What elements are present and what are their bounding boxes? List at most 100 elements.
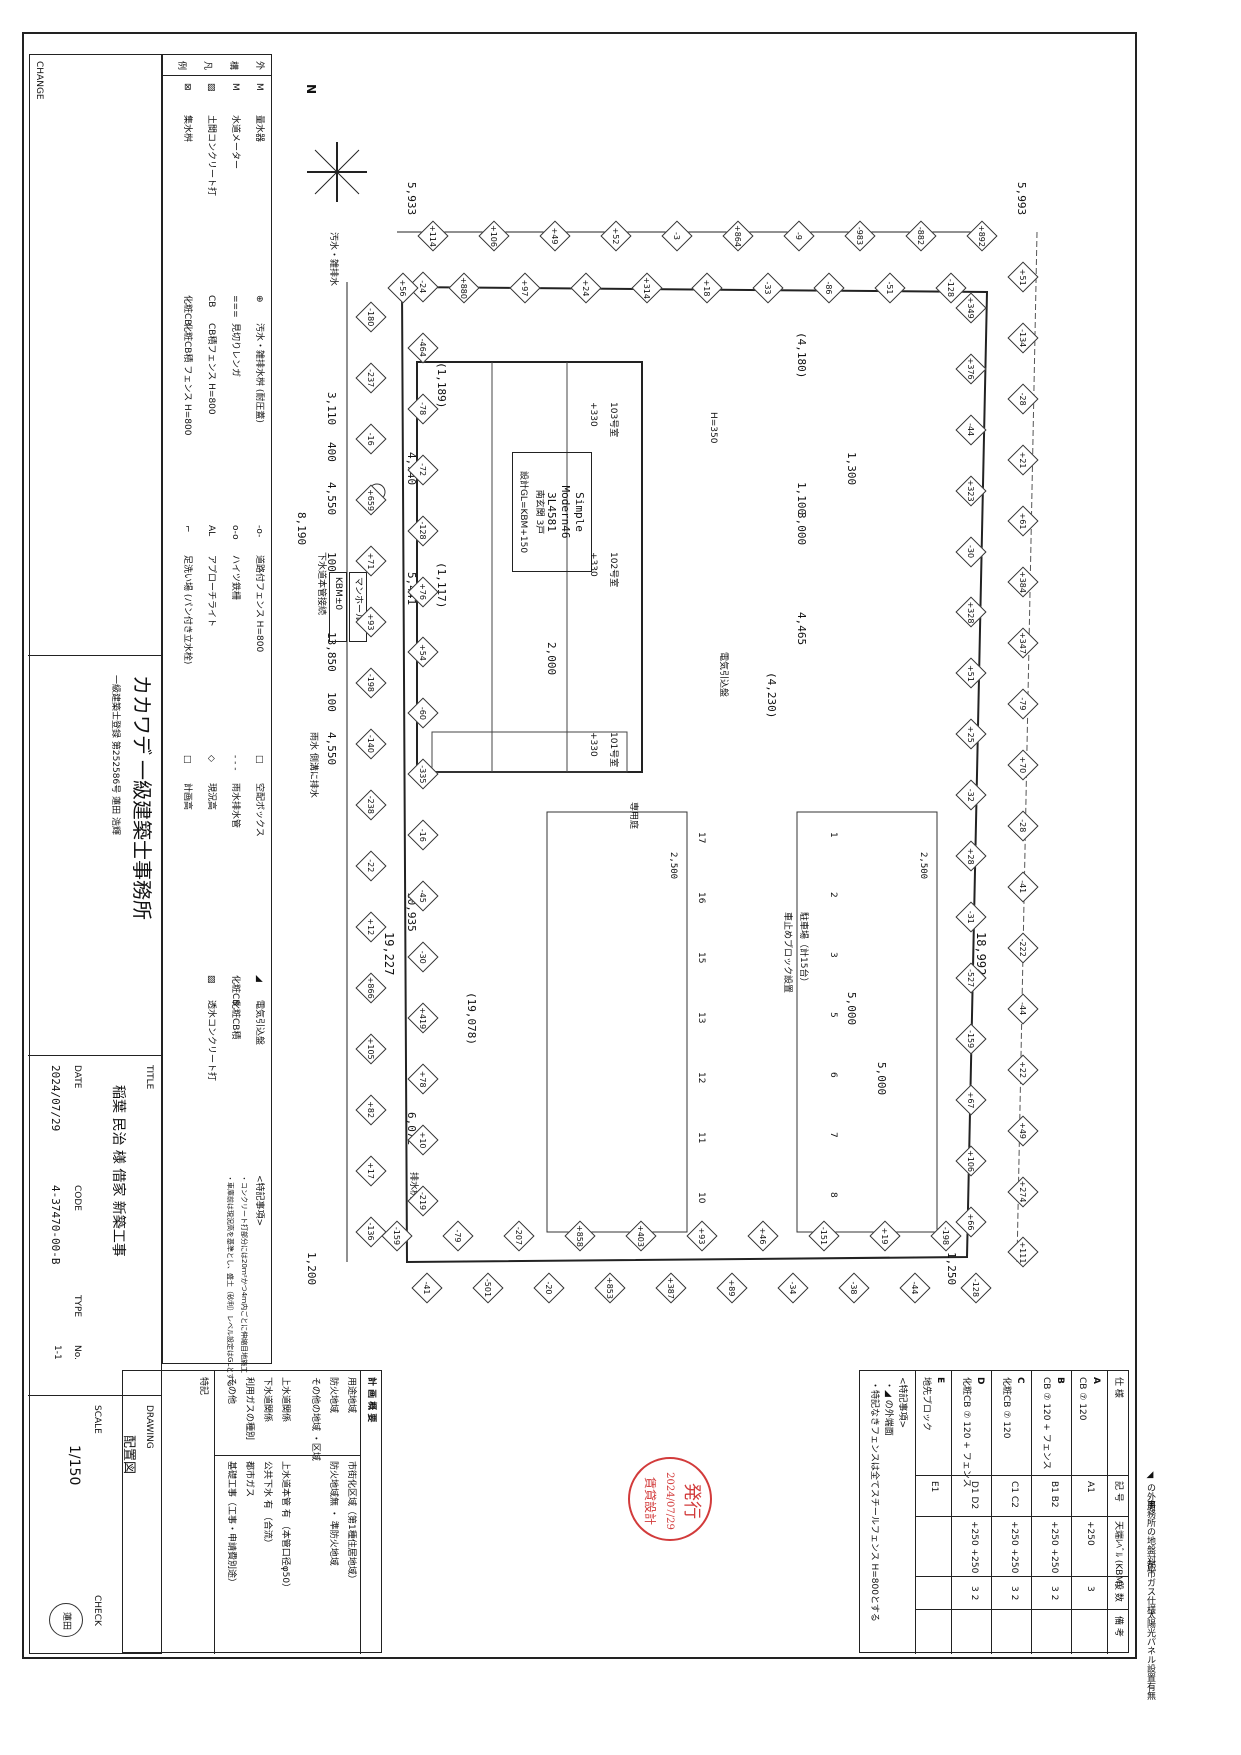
- legend-side: 外: [254, 61, 264, 71]
- legend-label: 道路付フェンス H=800: [254, 555, 264, 653]
- legend-sym: ◢: [254, 975, 264, 982]
- building-name-2: Modern46: [559, 485, 572, 539]
- elevation-value: +853: [605, 1277, 615, 1299]
- parking-number: 13: [696, 1012, 706, 1024]
- elevation-value: -60: [418, 706, 427, 720]
- elevation-value: +71: [366, 552, 375, 570]
- footer-note: 太陽光パネル設置有無: [1145, 1610, 1155, 1700]
- elevation-value: -51: [885, 281, 895, 295]
- fence-row-spec: D: [975, 1377, 985, 1385]
- legend-sym: □: [182, 755, 192, 764]
- no-label: No.: [72, 1345, 82, 1360]
- plan-key: 利用ガスの種別: [244, 1377, 254, 1441]
- building-dim-9: 3,000: [795, 512, 808, 546]
- site-dimension-bottom: 19,227: [382, 932, 396, 976]
- plan-key: 上水道関係: [280, 1377, 290, 1423]
- plan-value: 上水道本管 有 （本管口径φ50）: [280, 1461, 290, 1593]
- legend-label: 化粧CB積 フェンス H=800: [182, 323, 192, 436]
- parking-number: 3: [828, 952, 838, 958]
- building-name-3: 3L4581: [545, 492, 558, 532]
- legend-label: アプローチライト: [206, 555, 216, 628]
- elevation-value: -44: [910, 1281, 920, 1295]
- elevation-value: -79: [452, 1229, 462, 1243]
- parking-row-top: [796, 811, 938, 1233]
- width-f: 400: [325, 442, 338, 462]
- elevation-value: +18: [702, 279, 712, 297]
- legend-label: 水道メーター: [230, 115, 240, 170]
- fence-header-notes: 備 考: [1113, 1616, 1123, 1637]
- fence-row-desc: CB ⑦ 120 + フェンス: [1041, 1377, 1051, 1470]
- kbm-label: KBM±0: [333, 577, 343, 611]
- fence-header-steps: 段 数: [1113, 1581, 1123, 1602]
- elevation-value: +89: [727, 1279, 737, 1297]
- elevation-value: +111: [1018, 1241, 1027, 1264]
- elevation-value: -219: [418, 1191, 427, 1211]
- title-label: TITLE: [144, 1065, 154, 1090]
- elevation-value: +892: [976, 225, 986, 247]
- elevation-value: -38: [849, 1281, 859, 1295]
- building-dim-11: 1,300: [845, 452, 858, 486]
- building-dim-13: (1,189): [435, 362, 448, 409]
- legend-sym: M: [230, 83, 240, 91]
- fence-row-desc: CB ⑦ 120: [1077, 1377, 1087, 1421]
- plan-value: 都市ガス: [244, 1461, 254, 1498]
- elevation-value: -237: [366, 369, 375, 388]
- legend-sym: ⊕: [254, 295, 264, 303]
- fence-row-steps: 3 2: [1049, 1586, 1059, 1601]
- elevation-value: -44: [966, 423, 975, 437]
- issue-date: 2024/07/29: [49, 1065, 62, 1132]
- fence-row-mark: D1 D2: [969, 1481, 979, 1510]
- elevation-value: -159: [392, 1226, 401, 1246]
- elevation-value: +49: [1018, 1122, 1027, 1139]
- fence-row-spec: B: [1055, 1377, 1065, 1384]
- elevation-value: +387: [666, 1277, 676, 1299]
- legend-sym: o-o: [230, 525, 240, 540]
- building-dim-10: 1,100: [795, 482, 808, 516]
- room-level: +330: [588, 402, 598, 427]
- parking-number: 11: [696, 1132, 706, 1144]
- elevation-value: -41: [1018, 880, 1027, 894]
- building-dim-8: 4,465: [795, 612, 808, 646]
- fence-row-spec: A: [1091, 1377, 1101, 1384]
- office-registration: 一級建築士登録 第252586号 蓮田 浩輝: [110, 675, 120, 835]
- legend-sym: AL: [206, 525, 216, 537]
- plan-key: 用途地域: [346, 1377, 356, 1414]
- setback-2: 1,250: [945, 1252, 958, 1286]
- legend-label: 土間コンクリート打: [206, 115, 216, 197]
- fence-row-level: +250 +250: [1009, 1521, 1019, 1574]
- building-name-4: 南玄関 3戸: [534, 489, 544, 535]
- elevation-value: -140: [366, 734, 375, 753]
- elevation-value: +858: [574, 1225, 584, 1247]
- fence-row-desc: 化粧CB ⑦ 120: [1001, 1377, 1011, 1439]
- elevation-value: +61: [1018, 512, 1027, 530]
- sheet-frame: [22, 32, 1137, 1659]
- elevation-value: +49: [550, 227, 560, 245]
- stamp-date: 2024/07/29: [664, 1472, 675, 1530]
- legend-sym: CB: [206, 295, 216, 308]
- project-title: 稲葉 民治 様 借家 新築工事: [110, 1085, 126, 1257]
- parking-number: 17: [696, 832, 706, 844]
- footer-note: 都市ガス仕様: [1145, 1560, 1155, 1614]
- elevation-value: -32: [966, 788, 975, 802]
- elevation-value: +384: [1018, 571, 1027, 593]
- legend-label: 雨水排水管: [230, 783, 240, 829]
- wall-height: H=350: [708, 412, 718, 444]
- elevation-value: -34: [788, 1281, 798, 1295]
- elevation-value: +25: [966, 725, 975, 743]
- legend-sym: - - -: [230, 755, 240, 771]
- elevation-value: -207: [513, 1226, 523, 1246]
- elevation-value: +93: [366, 613, 375, 631]
- fence-row-level: +250 +250: [1049, 1521, 1059, 1574]
- legend-label: ハイツ鉄柵: [230, 555, 240, 600]
- parking-number: 2: [828, 892, 838, 898]
- elevation-value: -198: [940, 1226, 950, 1246]
- elevation-value: +21: [1018, 451, 1027, 469]
- change-label: CHANGE: [34, 61, 44, 100]
- elevation-value: +82: [366, 1101, 375, 1119]
- parking-width: 2,500: [918, 852, 928, 880]
- check-label: CHECK: [92, 1595, 102, 1626]
- design-gl: 設計GL=KBM+150: [518, 470, 528, 554]
- check-stamp: 蓮田: [49, 1603, 83, 1637]
- width-d: 100: [325, 692, 338, 712]
- parking-number: 16: [696, 892, 706, 904]
